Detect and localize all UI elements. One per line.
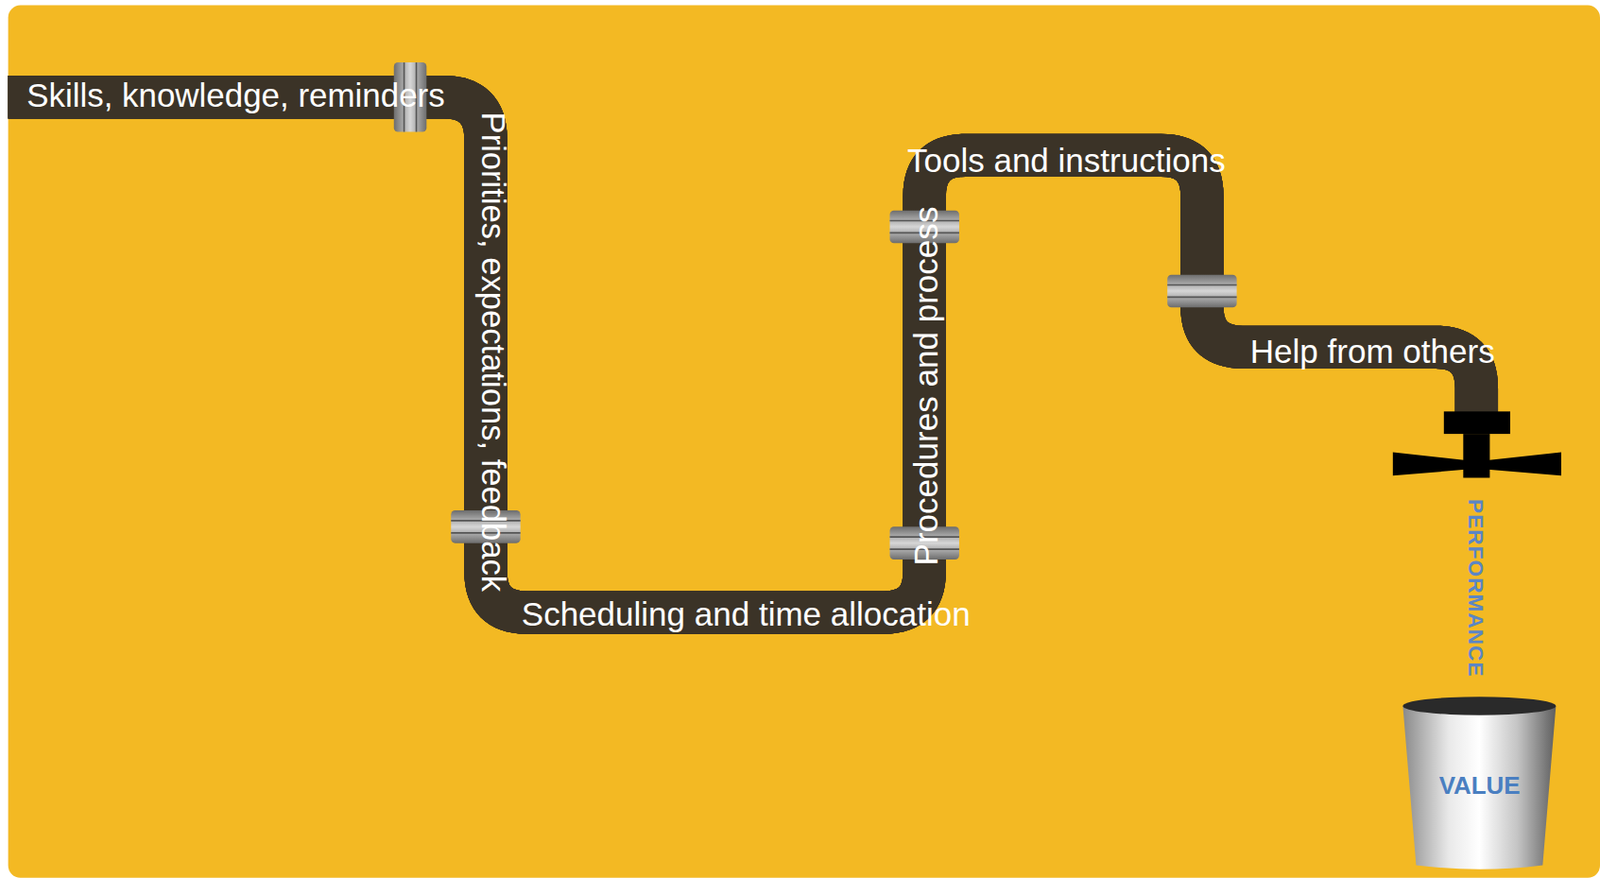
pipe-label: Scheduling and time allocation [521, 597, 971, 631]
bucket-rim [1403, 696, 1557, 715]
pipe-label: Help from others [1250, 334, 1496, 368]
pipe-label: Priorities, expectations, feedback [476, 112, 510, 592]
pipe-label: Skills, knowledge, reminders [26, 79, 446, 113]
bucket-label: VALUE [1397, 772, 1562, 800]
pipe-label: Tools and instructions [907, 143, 1226, 177]
valve [1393, 411, 1562, 478]
bucket: VALUE [1397, 693, 1562, 873]
flanges [394, 62, 1238, 560]
flow-label: PERFORMANCE [1464, 498, 1487, 677]
background [8, 5, 1600, 878]
pipe-label: Procedures and process [910, 206, 944, 566]
